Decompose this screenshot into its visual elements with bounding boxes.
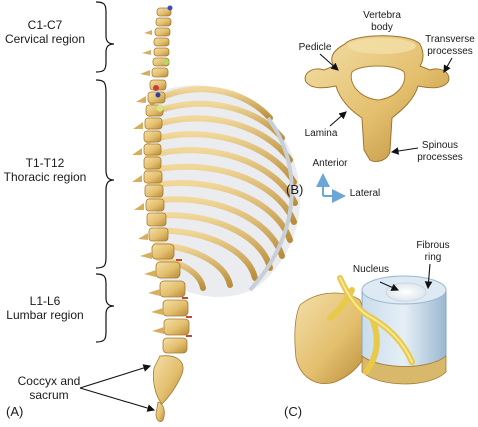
spinous-processes: [132, 30, 164, 334]
panel-b-callouts: [319, 53, 453, 155]
vertebra-body-line2: body: [371, 22, 393, 33]
cervical-name: C1-C7: [27, 18, 63, 32]
panel-c-letter: (C): [284, 404, 303, 419]
lamina-label: Lamina: [304, 128, 338, 139]
anterior-label: Anterior: [312, 158, 348, 169]
fibrous-ring-label: Fibrous ring: [410, 240, 456, 264]
cervical-desc: Cervical region: [4, 32, 86, 46]
vertebra-body-top: [348, 38, 416, 54]
panel-c-callouts: [379, 263, 433, 291]
marker-green-2: [156, 104, 164, 112]
coccyx-line1: Coccyx and: [17, 374, 81, 388]
nucleus-label: Nucleus: [352, 264, 390, 275]
lower-vertebra: [361, 355, 447, 385]
lumbar-desc: Lumbar region: [6, 308, 84, 322]
coccyx-line2: sacrum: [29, 388, 69, 402]
panel-a-skeleton: [132, 5, 300, 422]
brace-lumbar: [95, 273, 115, 343]
brace-cervical: [95, 1, 115, 73]
panel-b-vertebra: [304, 35, 450, 163]
transverse-label: Transverse processes: [422, 34, 478, 58]
marker-green: [163, 59, 169, 65]
coccyx-arrows: [79, 364, 156, 412]
lumbar-label: L1-L6 Lumbar region: [2, 294, 88, 322]
spinous-label: Spinous processes: [412, 140, 468, 164]
thoracic-label: T1-T12 Thoracic region: [0, 156, 90, 184]
panel-a-letter: (A): [6, 404, 24, 419]
thoracic-desc: Thoracic region: [3, 170, 87, 184]
lumbar-name: L1-L6: [29, 294, 61, 308]
fibrous-line2: ring: [424, 252, 442, 263]
vertebral-foramen: [350, 65, 406, 101]
panel-b-letter: (B): [286, 182, 304, 197]
vertebra-body-label: Vertebra body: [352, 10, 412, 34]
vertebral-column: [143, 7, 190, 422]
lateral-label: Lateral: [349, 188, 381, 199]
marker-blue-2: [155, 92, 161, 98]
transverse-line1: Transverse: [425, 34, 475, 45]
coccyx-label: Coccyx and sacrum: [14, 374, 84, 402]
panel-c-disc: [294, 275, 447, 385]
disc-marks: [176, 259, 192, 337]
cervical-label: C1-C7 Cervical region: [0, 18, 90, 46]
marker-blue: [167, 5, 173, 11]
brace-thoracic: [95, 79, 115, 269]
nerve-roots-highlight: [339, 277, 413, 363]
spinous-line1: Spinous: [421, 140, 459, 151]
costal-margin: [248, 116, 294, 292]
spinous-line2: processes: [417, 152, 463, 163]
region-braces: [95, 1, 115, 343]
orientation-axes: [316, 173, 346, 203]
marker-red: [153, 85, 159, 91]
fibrous-line1: Fibrous: [416, 240, 450, 251]
vertebra-body-line1: Vertebra: [363, 10, 401, 21]
thoracic-name: T1-T12: [25, 156, 65, 170]
transverse-line2: processes: [427, 46, 473, 57]
nucleus-pulposus: [385, 282, 427, 302]
posterior-element: [294, 292, 371, 384]
pedicle-label: Pedicle: [298, 42, 332, 53]
